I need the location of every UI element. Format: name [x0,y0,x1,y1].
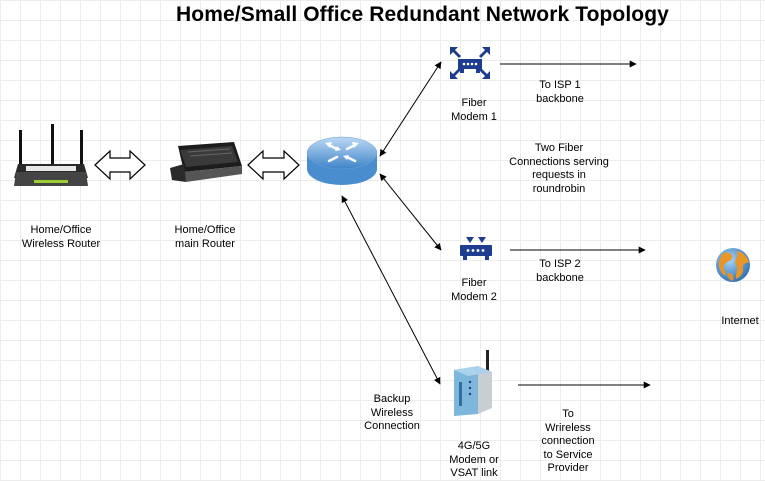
fiber-modem-1-label: Fiber Modem 1 [451,97,497,123]
roundrobin-annotation: Two Fiber Connections serving requests i… [509,142,609,195]
wireless-modem-label: 4G/5G Modem or VSAT link [449,440,499,479]
isp1-annotation: To ISP 1 backbone [536,79,584,105]
backup-annotation: Backup Wireless Connection [364,393,420,432]
internet-label: Internet [721,315,759,327]
provider-annotation: To Wrireless connection to Service Provi… [541,408,595,474]
link-core-to-modem1 [379,61,442,157]
main-router-label: Home/Office main Router [174,224,236,250]
link-core-to-wireless [341,195,441,385]
isp2-annotation: To ISP 2 backbone [536,258,584,284]
double-arrow-wireless-to-main [94,149,146,181]
internet-globe-icon [713,245,757,292]
fiber-modem-2-icon [454,236,498,267]
main-router-icon [168,140,246,191]
fiber-modem-1-icon [448,45,492,86]
link-core-to-modem2 [379,173,442,251]
double-arrow-main-to-core [247,149,300,181]
diagram-title: Home/Small Office Redundant Network Topo… [176,3,669,26]
fiber-modem-2-label: Fiber Modem 2 [451,277,497,303]
core-router-icon [305,135,379,194]
wireless-router-icon [12,122,90,195]
wireless-modem-icon [448,348,498,425]
wireless-router-label: Home/Office Wireless Router [21,224,101,250]
